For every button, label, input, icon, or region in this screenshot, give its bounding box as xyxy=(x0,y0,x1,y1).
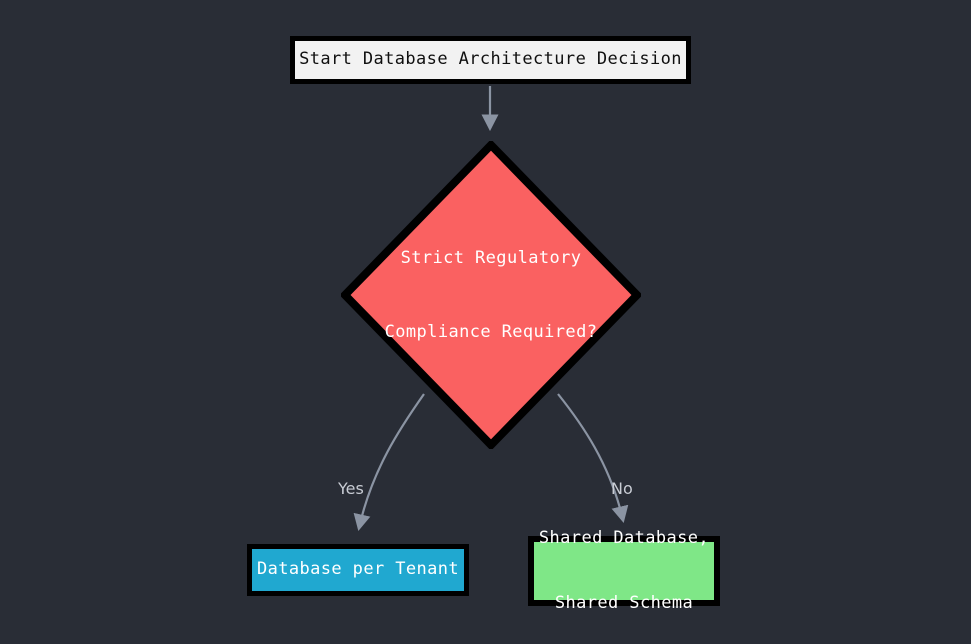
node-decision-label-line2: Compliance Required? xyxy=(384,321,598,342)
node-decision-label-line1: Strict Regulatory xyxy=(400,247,582,268)
edge-label-yes: Yes xyxy=(338,479,364,498)
node-database-per-tenant[interactable]: Database per Tenant xyxy=(247,544,469,596)
node-shared-database-shared-schema[interactable]: Shared Database, Shared Schema xyxy=(528,528,720,613)
edge-label-no: No xyxy=(611,479,633,498)
node-shared-label-line1: Shared Database, xyxy=(538,527,710,548)
node-shared-label-group: Shared Database, Shared Schema xyxy=(539,484,709,644)
node-shared-label-line2: Shared Schema xyxy=(554,592,694,613)
node-database-per-tenant-label: Database per Tenant xyxy=(256,559,460,580)
node-decision[interactable]: Strict Regulatory Compliance Required? xyxy=(341,141,641,449)
node-start-label: Start Database Architecture Decision xyxy=(299,49,682,70)
node-decision-label-group: Strict Regulatory Compliance Required? xyxy=(341,141,641,449)
node-start[interactable]: Start Database Architecture Decision xyxy=(290,36,691,84)
diamond-shape xyxy=(341,141,641,449)
